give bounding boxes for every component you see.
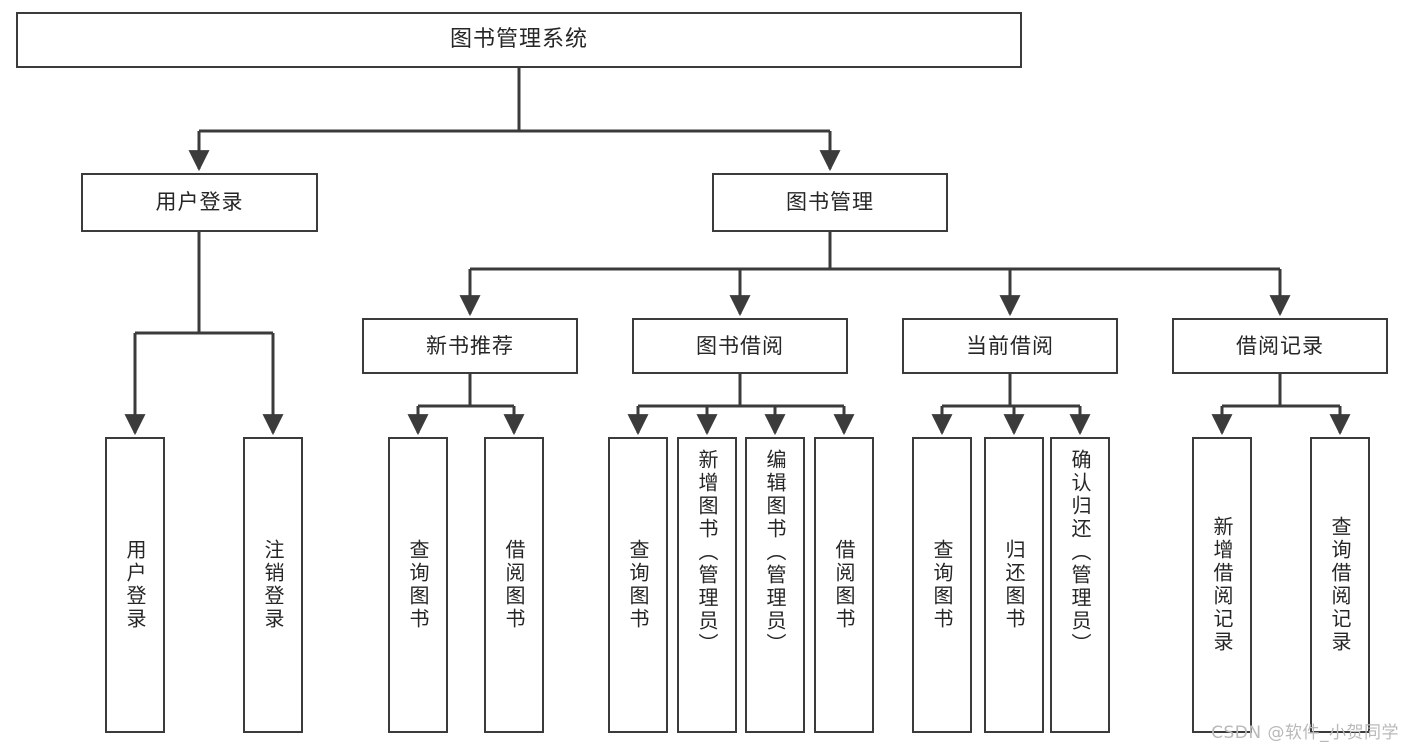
leaf-query-record[interactable]: 查询借阅记录 [1310,437,1370,733]
leaf-query-book-3-label: 查询图书 [930,539,954,631]
leaf-add-book[interactable]: 新增图书（管理员） [677,437,737,733]
node-book-borrow[interactable]: 图书借阅 [632,318,848,374]
leaf-borrow-book-2-label: 借阅图书 [832,539,856,631]
leaf-edit-book[interactable]: 编辑图书（管理员） [745,437,805,733]
csdn-watermark: CSDN @软件_小贺同学 [1211,723,1399,743]
node-user-login[interactable]: 用户登录 [81,173,318,232]
leaf-return-book[interactable]: 归还图书 [984,437,1044,733]
leaf-add-record[interactable]: 新增借阅记录 [1192,437,1252,733]
node-root-label: 图书管理系统 [449,27,588,53]
node-user-login-label: 用户登录 [155,190,244,215]
node-book-manage-label: 图书管理 [786,190,874,215]
leaf-borrow-book-1-label: 借阅图书 [502,539,526,631]
node-current-borrow-label: 当前借阅 [966,333,1054,358]
leaf-return-book-label: 归还图书 [1002,539,1026,631]
node-borrow-record[interactable]: 借阅记录 [1172,318,1388,374]
leaf-logout-label: 注销登录 [261,539,285,631]
leaf-add-book-label: 新增图书（管理员） [695,449,719,656]
node-book-manage[interactable]: 图书管理 [712,173,948,232]
node-borrow-record-label: 借阅记录 [1236,333,1324,358]
leaf-borrow-book-2[interactable]: 借阅图书 [814,437,874,733]
leaf-user-login-label: 用户登录 [123,539,147,631]
leaf-confirm-return[interactable]: 确认归还（管理员） [1050,437,1110,733]
node-new-book-recommend-label: 新书推荐 [426,333,514,358]
leaf-borrow-book-1[interactable]: 借阅图书 [484,437,544,733]
leaf-query-book-2-label: 查询图书 [626,539,650,631]
leaf-edit-book-label: 编辑图书（管理员） [763,449,787,656]
leaf-query-book-1-label: 查询图书 [406,539,430,631]
node-new-book-recommend[interactable]: 新书推荐 [362,318,578,374]
leaf-query-book-2[interactable]: 查询图书 [608,437,668,733]
node-book-borrow-label: 图书借阅 [696,333,784,358]
leaf-query-book-1[interactable]: 查询图书 [388,437,448,733]
leaf-user-login[interactable]: 用户登录 [105,437,165,733]
leaf-query-book-3[interactable]: 查询图书 [912,437,972,733]
leaf-add-record-label: 新增借阅记录 [1210,516,1234,654]
node-current-borrow[interactable]: 当前借阅 [902,318,1118,374]
node-root[interactable]: 图书管理系统 [16,12,1022,68]
leaf-confirm-return-label: 确认归还（管理员） [1068,449,1092,656]
leaf-logout[interactable]: 注销登录 [243,437,303,733]
leaf-query-record-label: 查询借阅记录 [1328,516,1352,654]
